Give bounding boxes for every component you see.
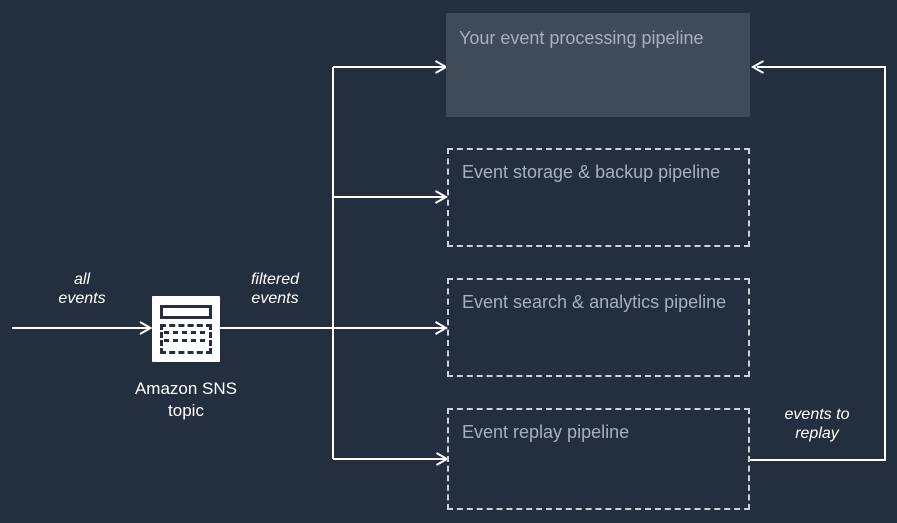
branch-storage-arrowhead-icon xyxy=(435,190,449,204)
inflow-arrowhead-icon xyxy=(139,321,153,335)
sns-topic-label: Amazon SNS topic xyxy=(134,379,238,421)
pipeline-label: Your event processing pipeline xyxy=(459,28,704,48)
pipeline-box-processing: Your event processing pipeline xyxy=(446,13,750,117)
edge-label-events-to-replay: events to replay xyxy=(784,406,850,442)
edge-label-filtered-events: filtered events xyxy=(250,271,300,307)
replay-feedback-line xyxy=(750,66,886,461)
replay-feedback-arrowhead-icon xyxy=(750,60,764,74)
pipeline-box-replay: Event replay pipeline xyxy=(447,408,750,510)
pipeline-label: Event replay pipeline xyxy=(462,422,630,442)
sns-topic-icon xyxy=(152,296,220,362)
pipeline-label: Event storage & backup pipeline xyxy=(462,162,721,182)
pipeline-box-storage: Event storage & backup pipeline xyxy=(447,148,750,247)
sns-icon-keypad xyxy=(160,324,212,354)
edge-label-all-events: all events xyxy=(58,271,106,307)
pipeline-box-search: Event search & analytics pipeline xyxy=(447,278,750,377)
sns-icon-screen xyxy=(160,305,212,319)
pipeline-label: Event search & analytics pipeline xyxy=(462,292,727,312)
branch-search-arrowhead-icon xyxy=(435,321,449,335)
